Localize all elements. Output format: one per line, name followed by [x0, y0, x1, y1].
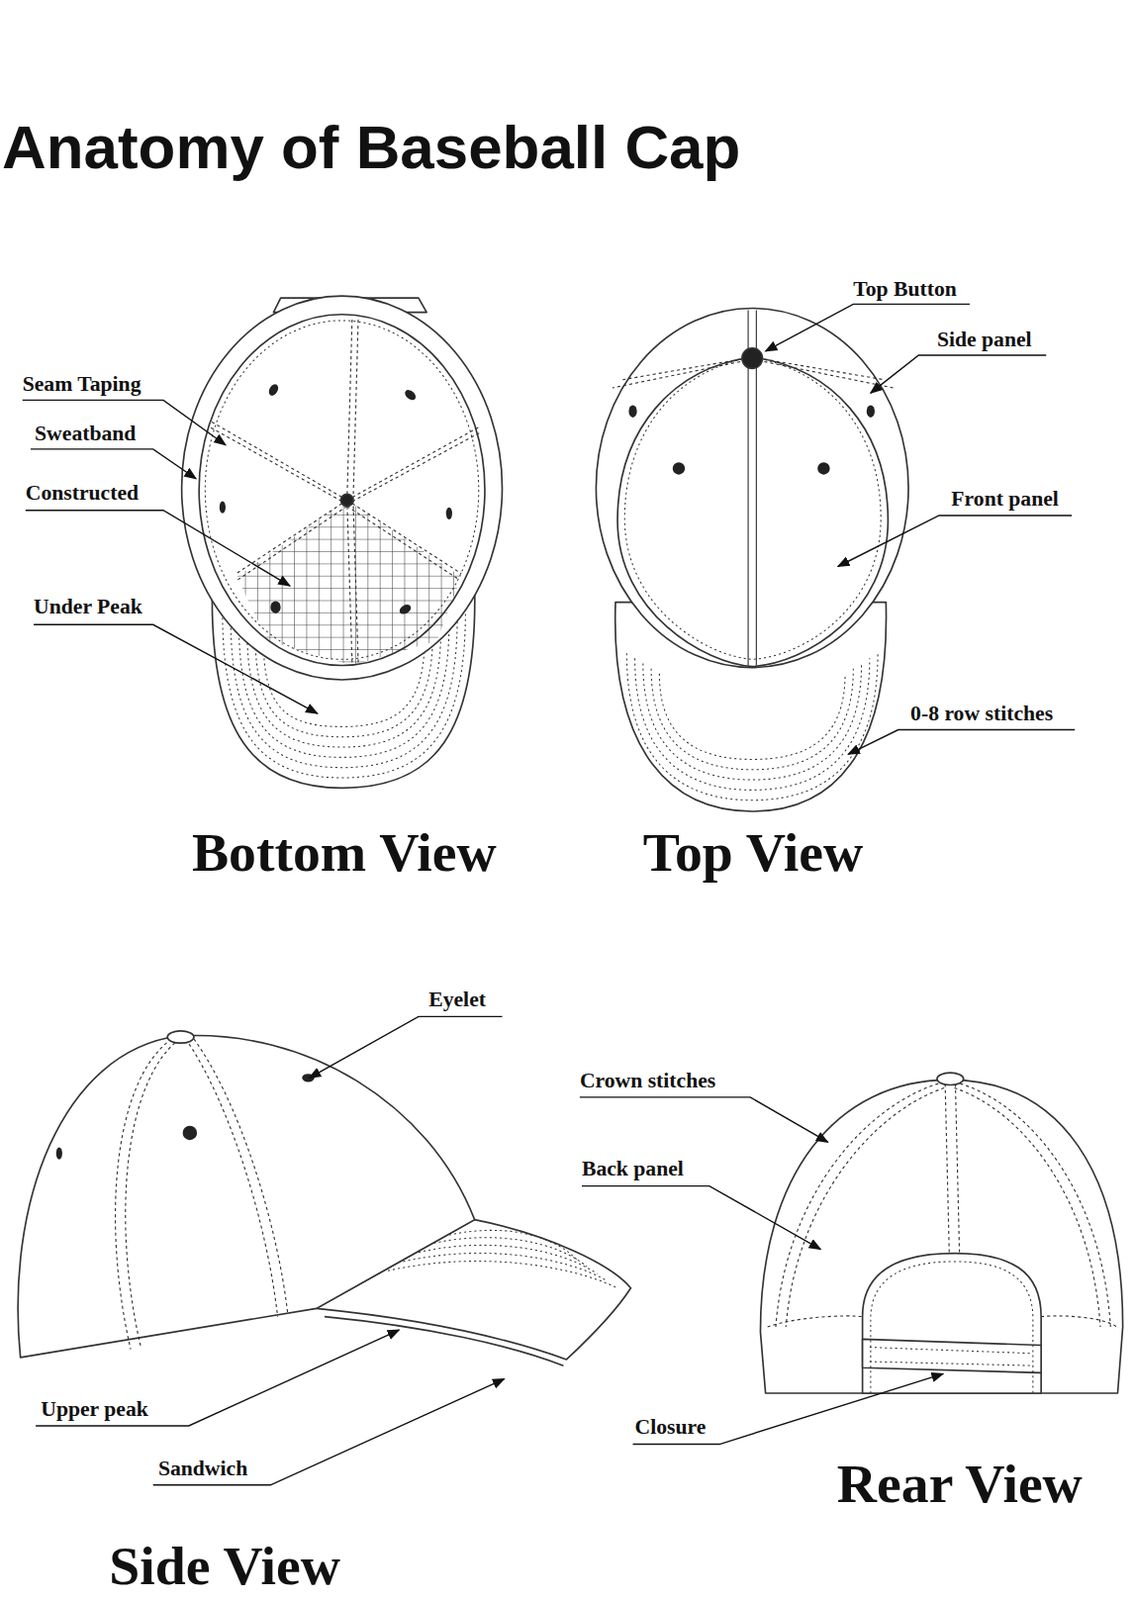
part-label: Sweatband: [34, 421, 136, 446]
part-label: Under Peak: [33, 594, 143, 619]
part-label: Sandwich: [158, 1456, 248, 1481]
part-label: Seam Taping: [22, 372, 142, 396]
view-title: Bottom View: [191, 822, 497, 883]
part-label: Top Button: [852, 278, 957, 302]
part-label: Crown stitches: [579, 1068, 716, 1093]
diagram-title: Anatomy of Baseball Cap: [1, 114, 741, 183]
part-label: 0-8 row stitches: [910, 702, 1053, 727]
view-title: Rear View: [837, 1454, 1083, 1515]
part-label: Side panel: [937, 327, 1033, 352]
part-label: Constructed: [25, 481, 139, 506]
part-label: Eyelet: [428, 987, 486, 1012]
part-label: Upper peak: [40, 1397, 149, 1421]
part-label: Back panel: [581, 1157, 684, 1182]
view-title: Top View: [643, 822, 863, 883]
view-title: Side View: [108, 1535, 341, 1597]
part-label: Closure: [635, 1416, 707, 1440]
part-label: Front panel: [950, 486, 1059, 511]
